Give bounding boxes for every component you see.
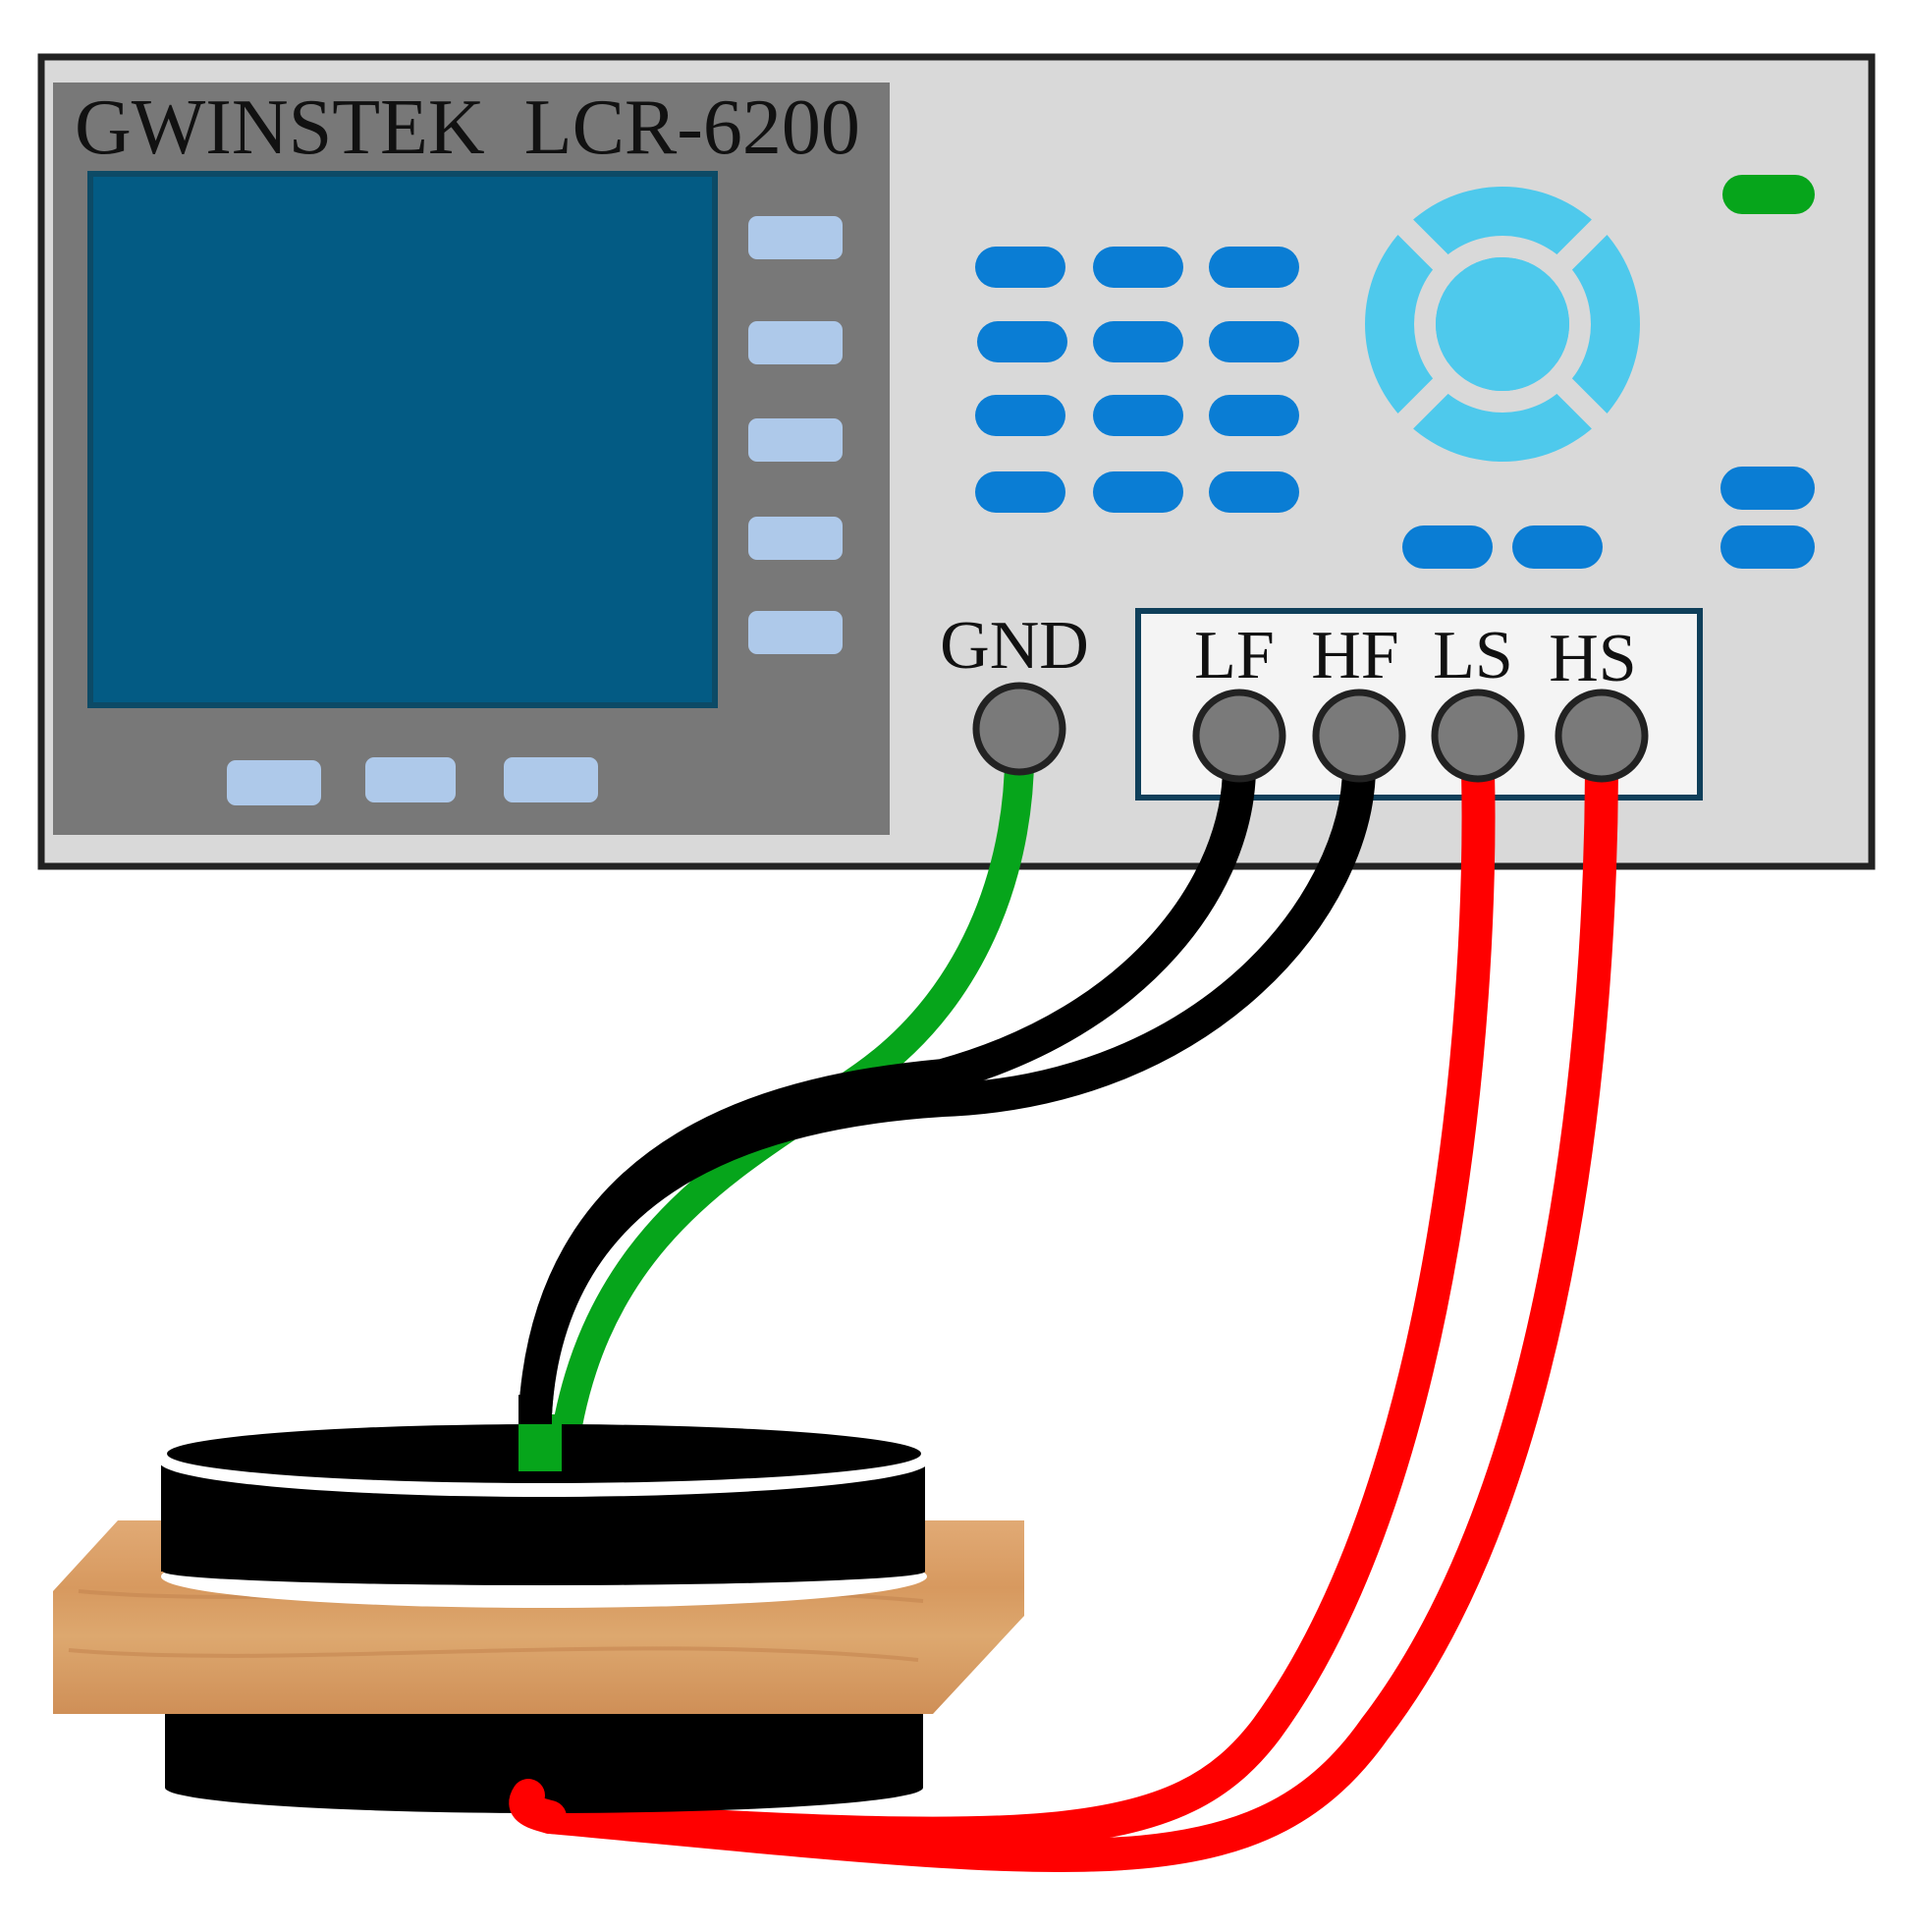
keypad-key[interactable]	[1209, 321, 1299, 362]
terminal-label-lf: LF	[1194, 618, 1275, 693]
navigation-dial-icon[interactable]	[1365, 187, 1640, 462]
keypad-key[interactable]	[1512, 525, 1603, 569]
display-screen	[87, 171, 718, 708]
keypad-key[interactable]	[1720, 467, 1815, 510]
soft-key-right-3[interactable]	[748, 418, 843, 462]
soft-key-right-1[interactable]	[748, 216, 843, 259]
keypad-key[interactable]	[975, 471, 1065, 513]
terminal-jacks	[972, 682, 1649, 783]
soft-key-icon-group	[227, 216, 843, 805]
keypad-key[interactable]	[977, 321, 1067, 362]
terminal-label-ls: LS	[1433, 618, 1513, 693]
soft-key-right-5[interactable]	[748, 611, 843, 654]
terminal-jack-icon[interactable]	[1192, 689, 1286, 783]
ls-cable	[533, 754, 1496, 1850]
hs-cable	[533, 754, 1618, 1873]
soft-key-right-2[interactable]	[748, 321, 843, 364]
coil-fixture	[53, 1395, 1024, 1834]
soft-key-bottom-3[interactable]	[504, 757, 598, 802]
terminal-jack-icon[interactable]	[972, 682, 1066, 776]
keypad-key[interactable]	[1720, 525, 1815, 569]
power-led-icon	[1722, 175, 1815, 214]
keypad	[975, 247, 1815, 569]
terminal-label-hs: HS	[1549, 621, 1636, 696]
keypad-key[interactable]	[1209, 247, 1299, 288]
keypad-key[interactable]	[975, 395, 1065, 436]
lcr-meter: GWINSTEK LCR-6200	[37, 53, 1876, 870]
keypad-key[interactable]	[1093, 471, 1183, 513]
keypad-key[interactable]	[975, 247, 1065, 288]
instrument-title: GWINSTEK LCR-6200	[75, 84, 860, 171]
terminal-label-gnd: GND	[940, 608, 1089, 684]
keypad-key[interactable]	[1093, 321, 1183, 362]
terminal-jack-icon[interactable]	[1431, 689, 1525, 783]
keypad-key[interactable]	[1093, 247, 1183, 288]
soft-key-right-4[interactable]	[748, 517, 843, 560]
terminal-jack-icon[interactable]	[1555, 689, 1649, 783]
keypad-key[interactable]	[1093, 395, 1183, 436]
soft-key-bottom-2[interactable]	[365, 757, 456, 802]
keypad-key[interactable]	[1209, 395, 1299, 436]
keypad-key[interactable]	[1402, 525, 1493, 569]
soft-key-bottom-1[interactable]	[227, 760, 321, 805]
hf-cable	[518, 749, 1376, 1431]
keypad-key[interactable]	[1209, 471, 1299, 513]
cables	[518, 732, 1618, 1873]
terminal-jack-icon[interactable]	[1312, 689, 1406, 783]
terminal-label-hf: HF	[1311, 618, 1398, 693]
